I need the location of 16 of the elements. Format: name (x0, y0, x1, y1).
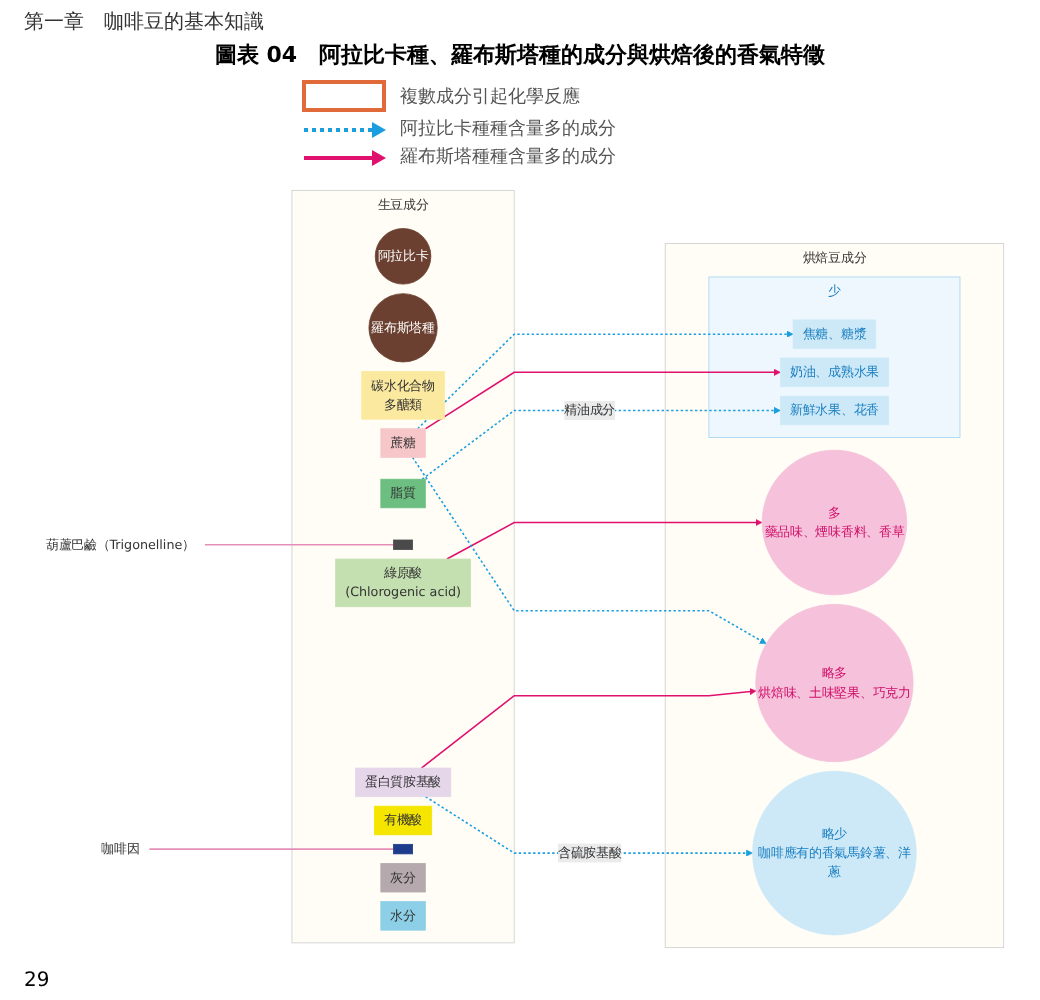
legend-text: 複數成分引起化學反應 (400, 85, 580, 109)
arrow (416, 330, 794, 430)
node-bar (393, 539, 413, 550)
legend-text: 羅布斯塔種種含量多的成分 (400, 145, 616, 170)
page-header: 第一章 咖啡豆的基本知識 (24, 9, 264, 36)
arrow (424, 368, 781, 430)
arrow (411, 456, 767, 645)
page-number: 29 (24, 970, 50, 992)
figure-title: 圖表 04 阿拉比卡種、羅布斯塔種的成分與烘焙後的香氣特徵 (212, 40, 828, 70)
arrow (421, 406, 781, 480)
arrow (420, 688, 757, 769)
connector (148, 848, 395, 850)
arrow (446, 519, 763, 560)
connector (203, 543, 395, 546)
legend-text: 阿拉比卡種種含量多的成分 (400, 117, 616, 142)
node-bar (393, 843, 413, 855)
